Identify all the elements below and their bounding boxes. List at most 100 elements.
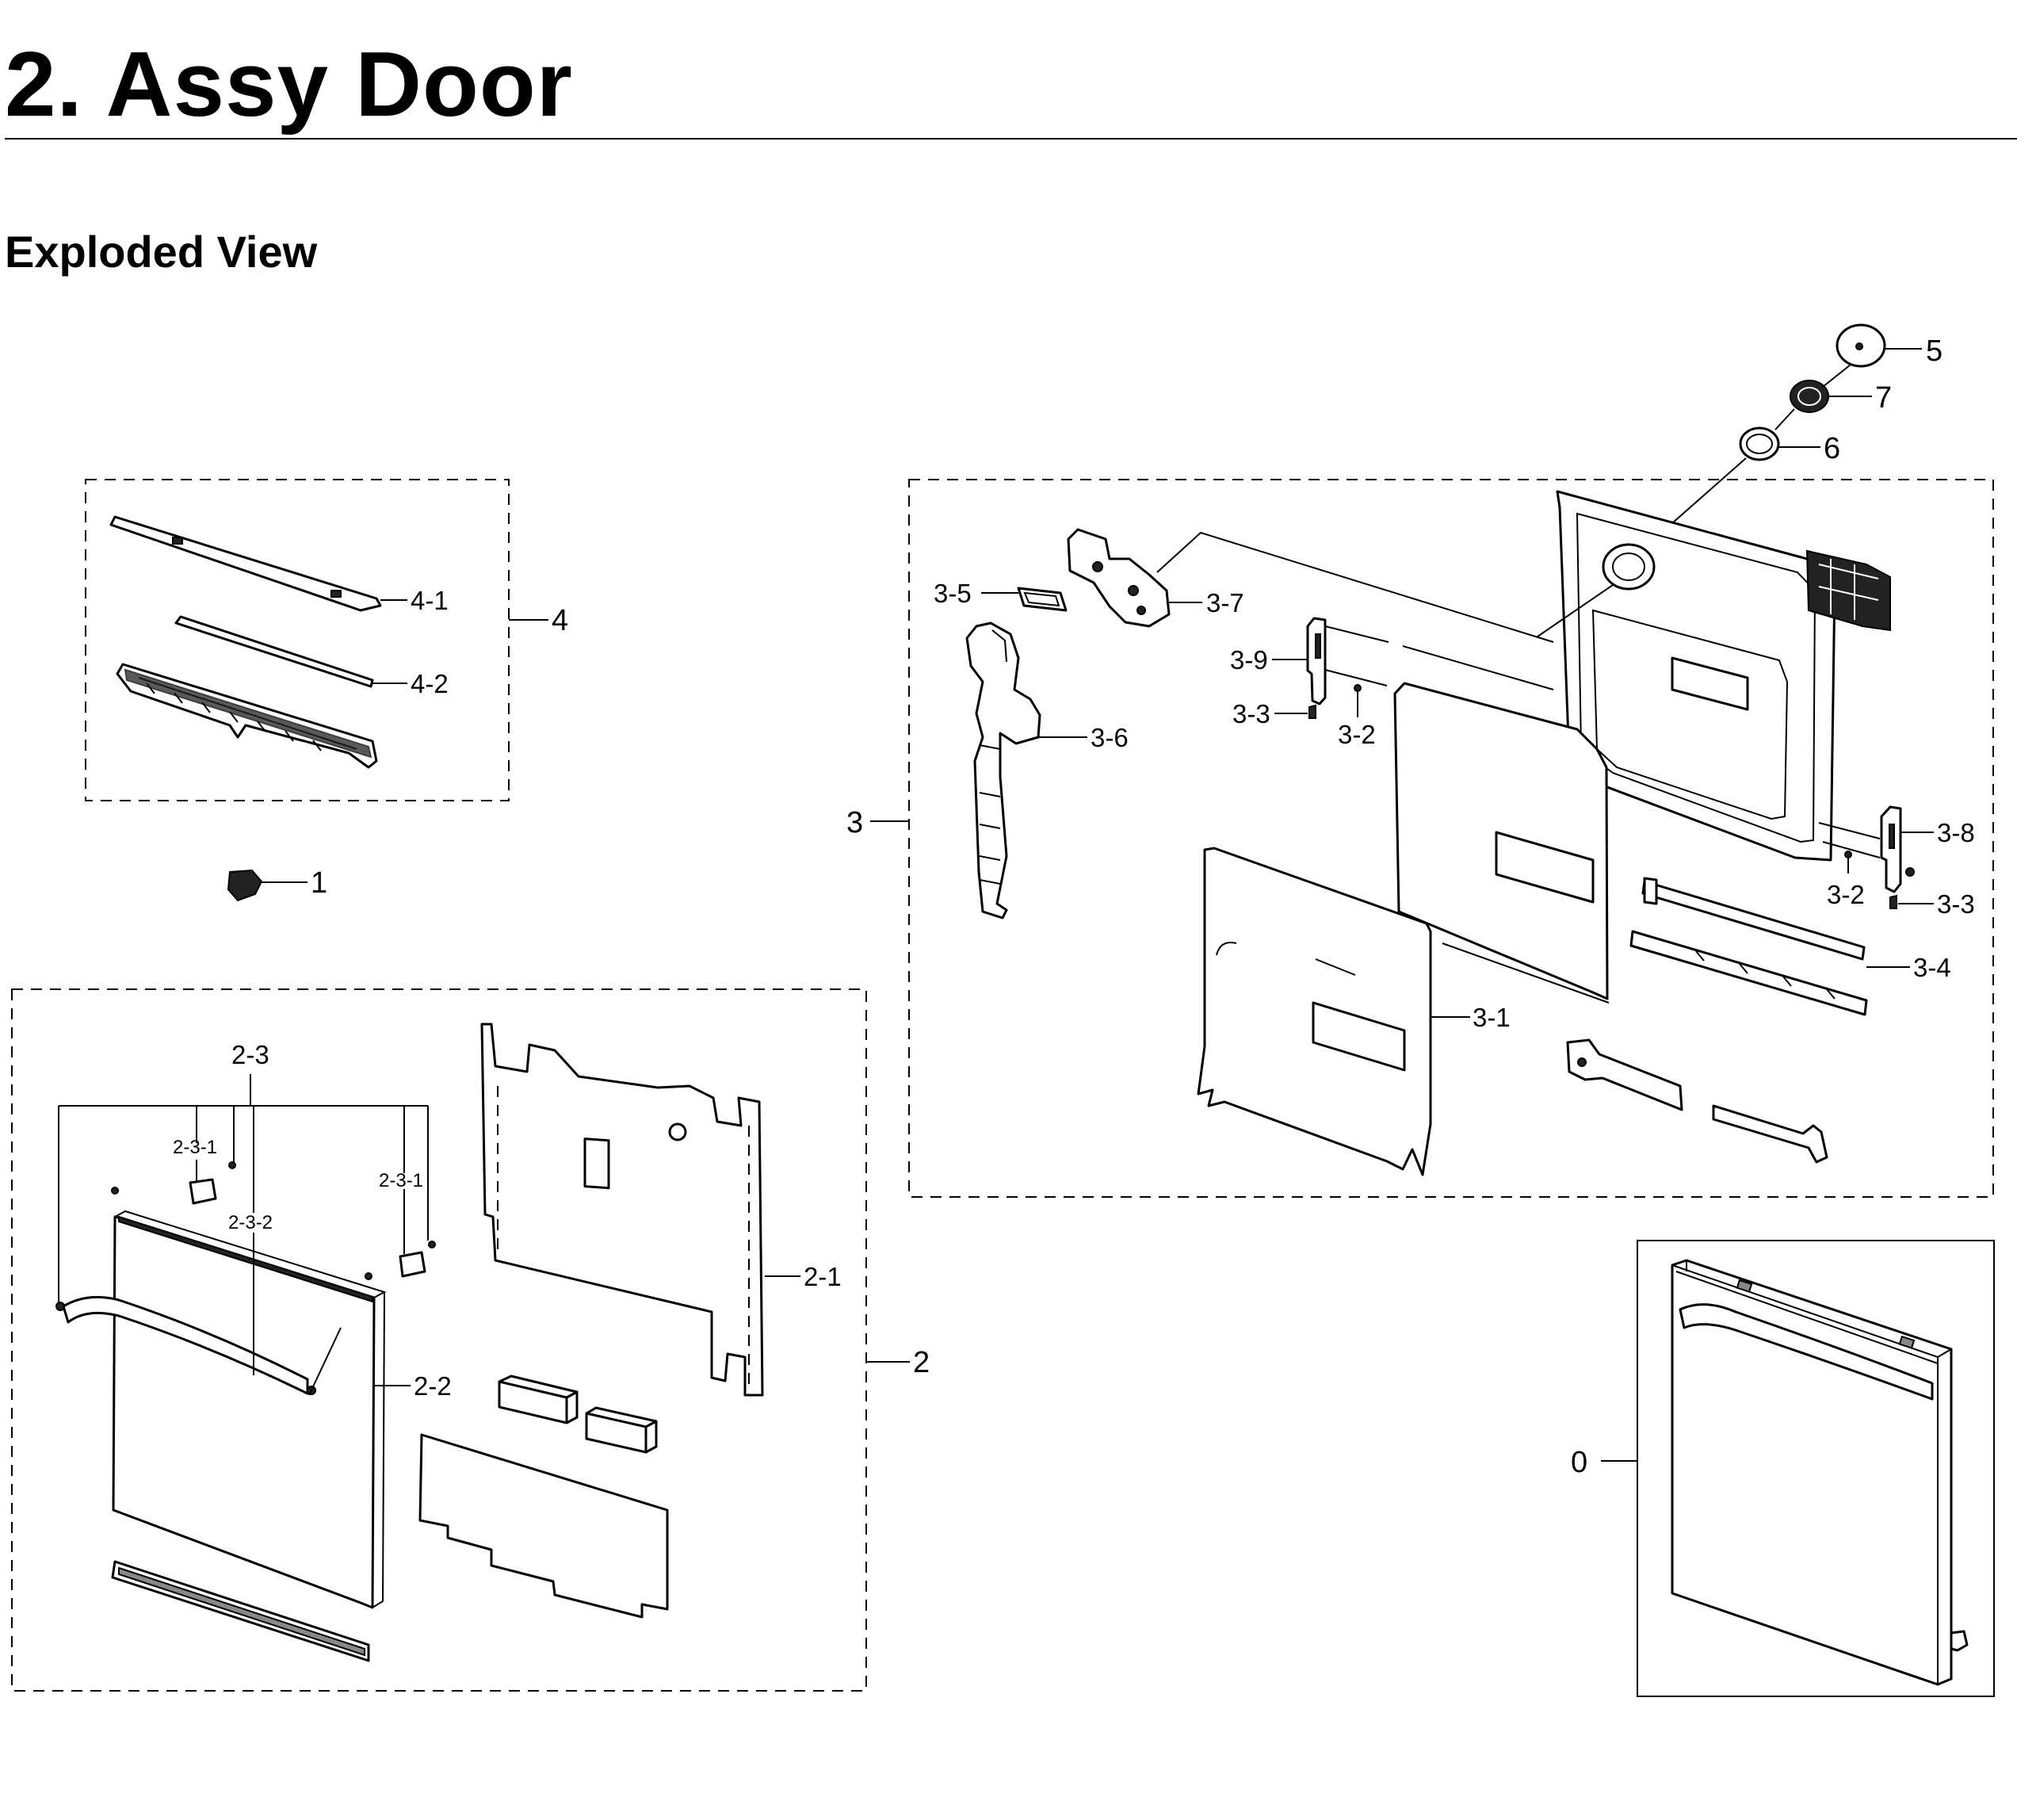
part-3-lower-bracket-left-hole (1577, 1057, 1587, 1067)
callout-2-3-1-right: 2-3-1 (379, 1170, 423, 1191)
group-2: 2-1 2-2 2 2-3 2-3-1 2-3-1 2-3-2 (11, 988, 930, 1692)
part-4-1-tab-left (172, 537, 183, 545)
part-2-3-1-left-bracket (189, 1178, 217, 1205)
part-3-6-duct-ribs (979, 744, 1001, 885)
part-2-2-panel-top-band (118, 1215, 373, 1303)
callout-6: 6 (1824, 432, 1840, 465)
callout-3-5: 3-5 (934, 579, 972, 608)
part-2-bottom-trim-fill (118, 1566, 365, 1657)
part-3-3-screw-left (1308, 704, 1316, 719)
part-3-6-duct (965, 621, 1041, 920)
part-1: 1 (227, 866, 327, 902)
page-title: 2. Assy Door (5, 32, 573, 136)
callout-3: 3 (846, 806, 863, 839)
part-4-grille-fill (124, 668, 372, 759)
callout-2-3: 2-3 (231, 1040, 269, 1069)
part-0-door-clip-right (1898, 1335, 1916, 1349)
screw-handle-left (55, 1302, 65, 1311)
part-3-5-gasket (1017, 587, 1068, 612)
part-2-2-panel-edge (114, 1210, 387, 1608)
group-0-assembled-door: 0 (1571, 1240, 1995, 1697)
group-3-boundary (908, 479, 1994, 1198)
callout-2: 2 (913, 1346, 930, 1379)
part-6-ring (1739, 426, 1780, 461)
callout-3-9: 3-9 (1230, 645, 1268, 675)
part-3-7-hole-c (1136, 606, 1146, 615)
leader-stack-axis (1671, 364, 1851, 524)
callout-2-3-2: 2-3-2 (228, 1212, 273, 1233)
group-dispenser-cover: 5 7 6 (1671, 323, 1943, 524)
group-4-boundary (85, 479, 510, 801)
part-2-1-dashes (497, 1086, 750, 1387)
callout-3-2-right: 3-2 (1827, 880, 1865, 909)
part-3-dispenser-opening-inner (1612, 552, 1645, 581)
screw-right-top (428, 1241, 436, 1248)
part-3-6-duct-top (991, 629, 1007, 663)
part-3-1-front-sheet-window (1312, 1001, 1406, 1072)
part-3-4-upper-rail-end (1643, 877, 1658, 905)
leader-3-9-axis (1324, 625, 1554, 690)
part-2-1-cutout (583, 1138, 610, 1190)
part-0-door-top-band (1675, 1271, 1939, 1364)
part-7-spring-inner (1797, 387, 1821, 406)
section-heading: Exploded View (5, 227, 318, 277)
part-2-block-right (585, 1406, 658, 1454)
part-3-8-hinge (1880, 805, 1902, 893)
callout-3-2-left: 3-2 (1338, 720, 1376, 749)
part-3-mid-panel-slot (1495, 831, 1595, 904)
part-3-7-hole-b (1128, 585, 1139, 596)
part-5-cap-center (1855, 342, 1863, 350)
part-2-2-outer-panel (112, 1215, 376, 1609)
callout-3-7: 3-7 (1206, 588, 1244, 618)
part-2-1-back-panel (480, 1023, 764, 1397)
part-2-block-left (498, 1375, 579, 1424)
part-3-5-gasket-inner (1023, 591, 1060, 607)
part-1-clip (227, 869, 263, 902)
part-4-2-inner-strip (174, 615, 374, 688)
title-rule (5, 138, 2017, 140)
callout-0: 0 (1571, 1446, 1587, 1479)
leader-3-1-axis (1442, 942, 1610, 1004)
part-3-7-bracket (1067, 528, 1171, 628)
part-2-3-handle (62, 1295, 309, 1395)
part-3-2-pin-right (1844, 851, 1852, 858)
callout-7: 7 (1875, 381, 1892, 415)
leader-3-8-axis (1818, 822, 1881, 858)
part-2-3-1-right-bracket (399, 1251, 426, 1278)
group-3: 3-7 3-5 3-6 3-9 3-3 3-2 3 (846, 479, 1994, 1198)
group-4: 4-1 4-2 4 (85, 479, 568, 801)
callout-4-1: 4-1 (411, 586, 449, 615)
part-3-4-lower-rail-detail (1695, 950, 1836, 1000)
callout-3-4: 3-4 (1913, 953, 1951, 982)
part-0-door-handle (1679, 1303, 1934, 1401)
part-3-8-hinge-slot (1889, 824, 1895, 849)
callout-3-3-left: 3-3 (1232, 699, 1270, 728)
screw-left-top (228, 1161, 236, 1169)
screw-left-mid (111, 1187, 119, 1195)
part-3-9-hinge-slot (1315, 633, 1321, 659)
callout-3-8: 3-8 (1937, 818, 1975, 847)
part-0-door-clip-left (1736, 1279, 1753, 1293)
callout-3-3-right: 3-3 (1937, 889, 1975, 919)
callout-3-6: 3-6 (1091, 723, 1129, 752)
part-3-lower-bracket-right (1712, 1104, 1828, 1164)
part-3-7-hole-a (1092, 561, 1103, 572)
part-3-3-screw-right (1889, 894, 1897, 909)
part-3-liner-recess (1591, 609, 1789, 820)
part-3-lower-bracket-left (1566, 1038, 1683, 1111)
part-4-1-tab-right (330, 590, 342, 598)
part-2-1-hole (668, 1122, 687, 1141)
part-0-door-foot (1950, 1630, 1969, 1652)
part-3-2-pin-left (1354, 684, 1362, 692)
part-3-1-front-sheet-detail (1216, 942, 1356, 976)
callout-4: 4 (552, 604, 568, 637)
callout-1: 1 (311, 866, 327, 900)
leader-2-3-bracket (58, 1074, 429, 1304)
part-7-spring (1790, 380, 1829, 413)
group-0-boundary (1637, 1240, 1995, 1697)
callout-3-1: 3-1 (1473, 1003, 1511, 1032)
callout-5: 5 (1926, 335, 1943, 368)
part-3-dispenser-opening (1602, 543, 1656, 591)
part-3-liner-slot (1671, 656, 1749, 711)
